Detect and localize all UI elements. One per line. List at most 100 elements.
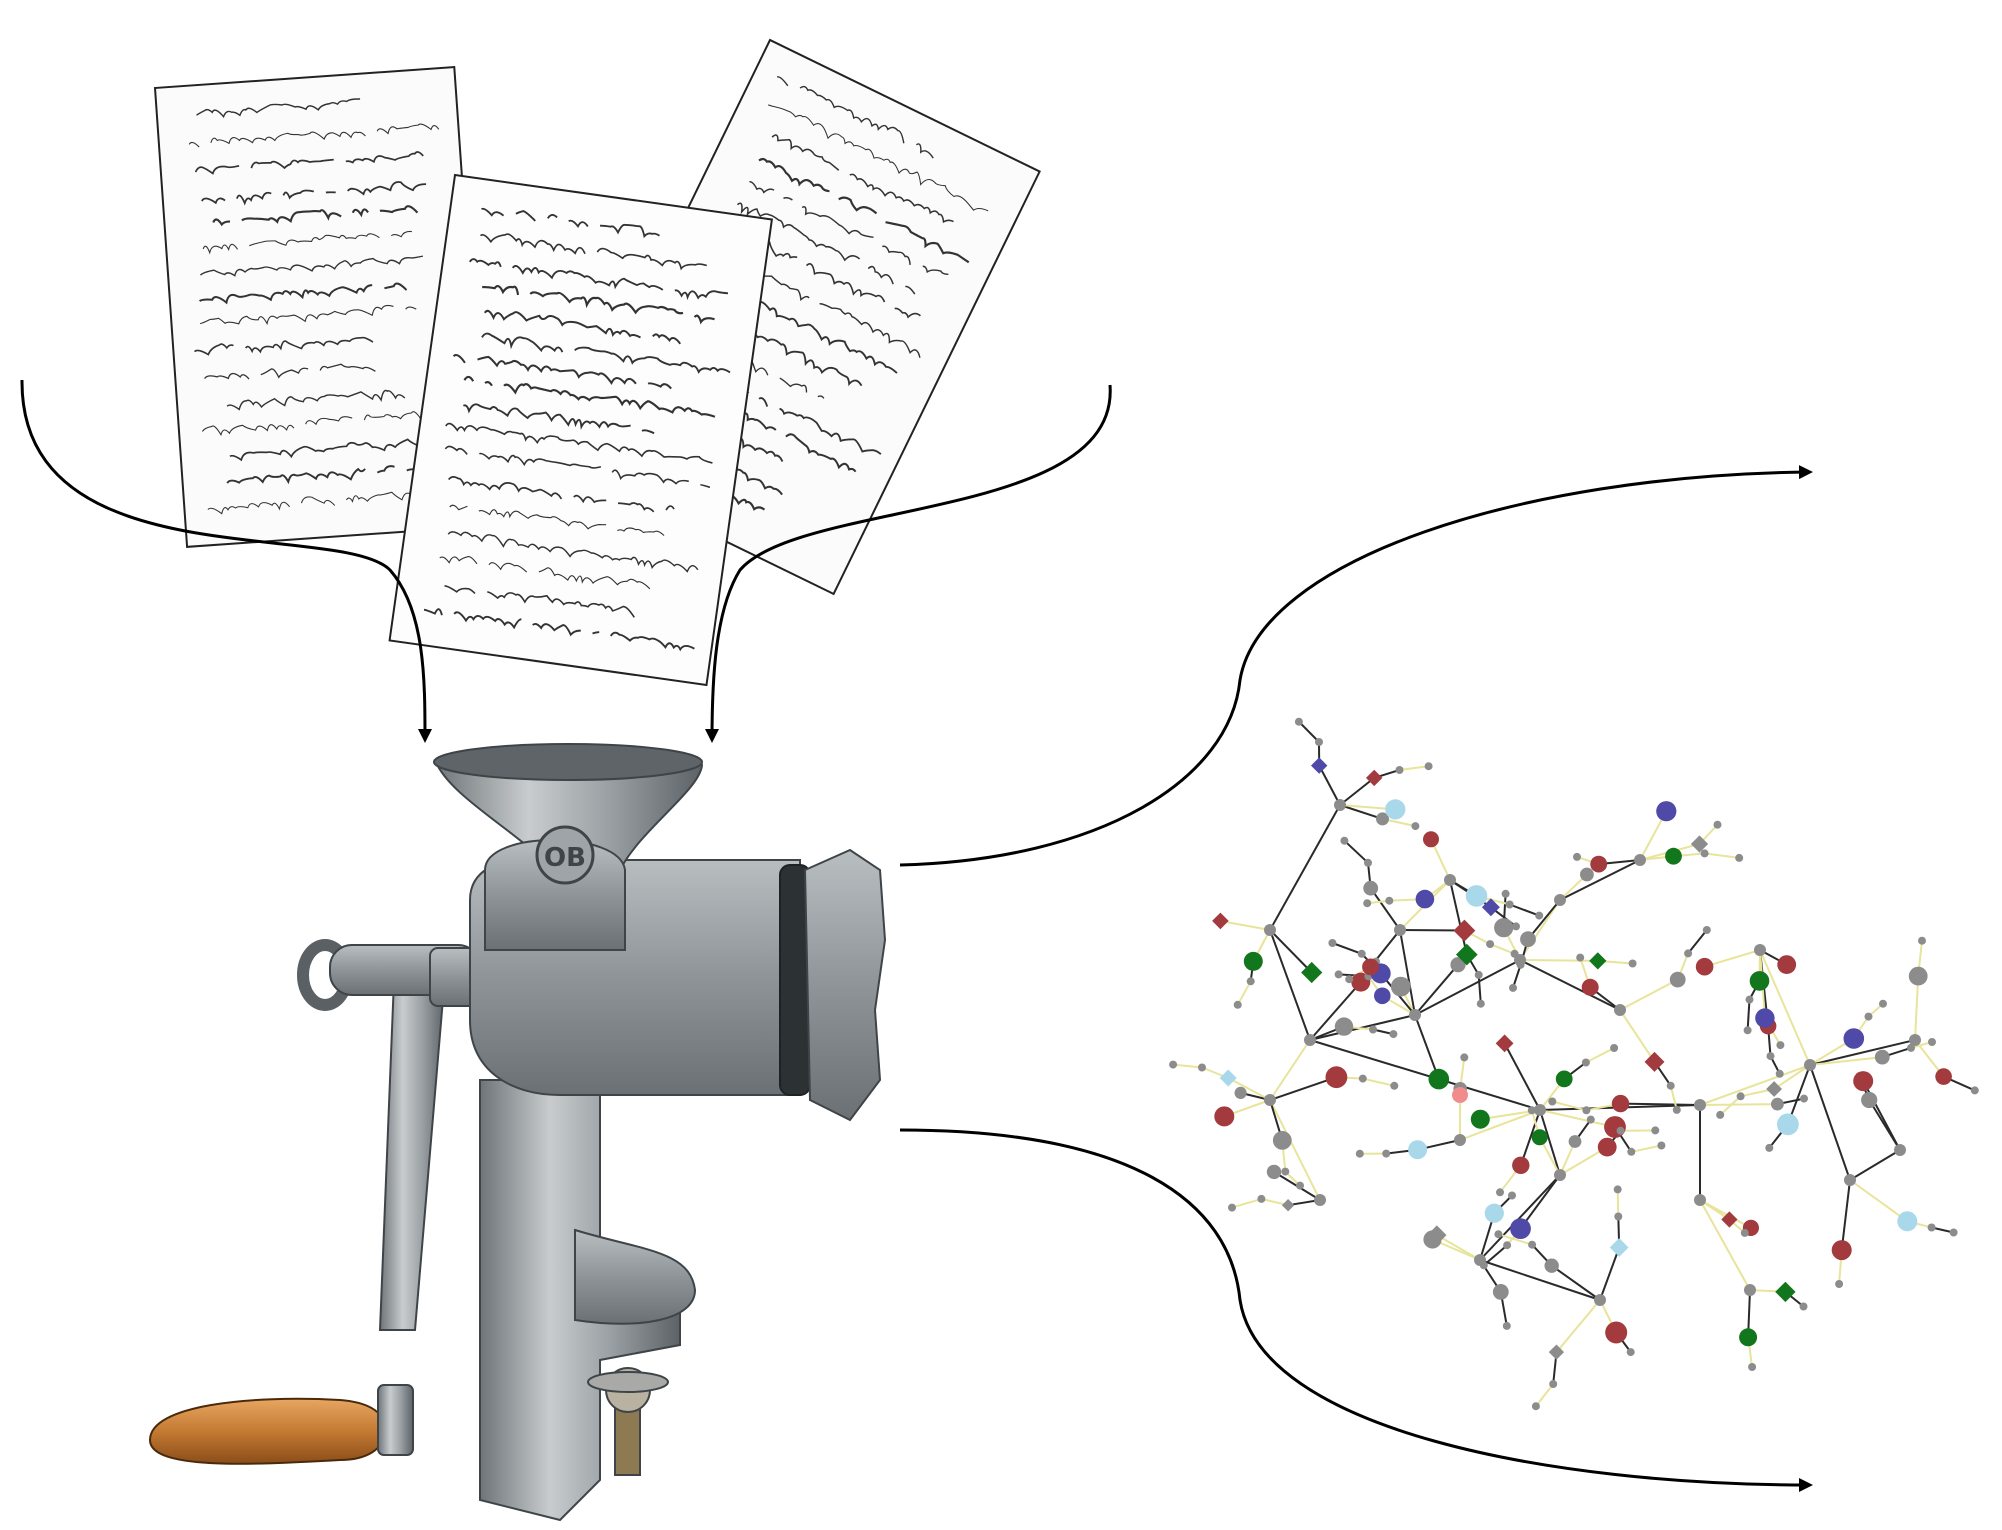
network-node — [1409, 1009, 1421, 1021]
network-node — [1735, 853, 1744, 862]
network-edge — [1236, 980, 1252, 1006]
network-node — [1777, 1113, 1799, 1136]
network-node — [1385, 896, 1394, 905]
network-edge — [1269, 929, 1313, 974]
network-edge — [1483, 1244, 1508, 1267]
network-node — [1334, 970, 1343, 979]
network-node — [1740, 1228, 1749, 1237]
network-node — [1716, 1110, 1725, 1119]
network-node — [1573, 852, 1581, 861]
handwriting-line — [204, 363, 376, 380]
network-node — [1918, 936, 1926, 945]
network-node — [1548, 1344, 1565, 1360]
network-node — [1554, 1169, 1566, 1181]
network-node — [1234, 1086, 1247, 1099]
network-edge — [1309, 1039, 1541, 1111]
network-edge — [1459, 1109, 1541, 1141]
network-edge — [1809, 1039, 1916, 1066]
network-node — [1713, 820, 1722, 829]
network-node — [1314, 1194, 1326, 1206]
handwriting-line — [452, 354, 672, 390]
network-node — [1365, 769, 1383, 787]
network-node — [1492, 1284, 1509, 1300]
network-node — [1364, 858, 1372, 867]
network-edge — [1616, 1189, 1620, 1217]
network-edge — [1699, 1064, 1811, 1106]
network-edge — [1414, 959, 1521, 1016]
handwriting-line — [200, 304, 417, 326]
network-node — [1549, 1380, 1558, 1388]
network-node — [1503, 1241, 1512, 1250]
handwriting-line — [758, 157, 970, 264]
handwriting-line — [201, 410, 429, 437]
network-node — [1328, 939, 1337, 947]
network-node — [1531, 1129, 1548, 1146]
network-edge — [1339, 804, 1383, 820]
network-edge — [1519, 959, 1598, 962]
arrow-docs-left-to-grinder — [20, 379, 432, 743]
network-node — [1264, 1094, 1276, 1106]
network-node — [1771, 1097, 1784, 1111]
wooden-handle — [148, 1397, 387, 1465]
network-node — [1739, 1328, 1758, 1347]
network-edge — [1231, 1197, 1262, 1209]
network-edge — [1519, 959, 1621, 1011]
network-edge — [1551, 1264, 1601, 1301]
meat-grinder: OB — [148, 743, 887, 1522]
network-node — [1744, 1284, 1756, 1296]
network-edge — [1362, 1077, 1395, 1087]
network-node — [1428, 1068, 1450, 1090]
network-node — [1362, 958, 1379, 976]
network-node — [1394, 924, 1406, 936]
manuscript-page-left — [153, 66, 488, 548]
network-node — [1776, 1041, 1785, 1050]
network-node — [1334, 1017, 1354, 1036]
network-node — [1531, 1402, 1540, 1411]
network-node — [1736, 1092, 1745, 1101]
network-node — [1304, 1034, 1316, 1046]
network-node — [1465, 885, 1488, 907]
network-node — [1554, 894, 1566, 906]
network-edge — [1269, 1039, 1311, 1101]
network-node — [1695, 957, 1714, 976]
handwriting-line — [444, 445, 711, 489]
network-edge — [1298, 720, 1320, 743]
network-node — [1527, 1106, 1536, 1115]
network-node — [1609, 1238, 1629, 1257]
network-edge — [1269, 1076, 1337, 1101]
network-node — [1512, 922, 1520, 931]
network-node — [1766, 1081, 1783, 1097]
network-node — [1544, 1258, 1559, 1273]
handwriting-line — [198, 282, 408, 305]
network-node — [1512, 1156, 1530, 1175]
network-edge — [1498, 1233, 1533, 1246]
network-edge — [1512, 964, 1522, 989]
handwriting-line — [199, 255, 424, 277]
network-node — [1766, 1052, 1775, 1061]
network-node — [1775, 1069, 1784, 1078]
network-edge — [1509, 903, 1540, 917]
network-edge — [1269, 929, 1311, 1041]
network-edge — [1309, 981, 1362, 1041]
network-edge — [1399, 929, 1416, 1016]
network-node — [1765, 1143, 1774, 1152]
network-node — [1357, 949, 1366, 958]
handwriting-line — [481, 332, 731, 374]
network-node — [1502, 1321, 1511, 1330]
network-node — [1894, 1144, 1906, 1156]
network-node — [1665, 847, 1682, 865]
network-node — [1510, 949, 1519, 958]
network-edge — [1269, 1099, 1321, 1201]
network-node — [1745, 995, 1754, 1004]
network-node — [1385, 799, 1406, 820]
handwriting-line — [771, 134, 954, 224]
network-node — [1363, 899, 1372, 908]
network-edge — [1399, 765, 1429, 771]
network-node — [1233, 1000, 1242, 1009]
network-node — [1927, 1223, 1936, 1232]
manuscript-pages — [153, 38, 1041, 687]
network-node — [1580, 867, 1594, 882]
network-edge — [1669, 1085, 1678, 1111]
network-node — [1474, 1254, 1486, 1266]
